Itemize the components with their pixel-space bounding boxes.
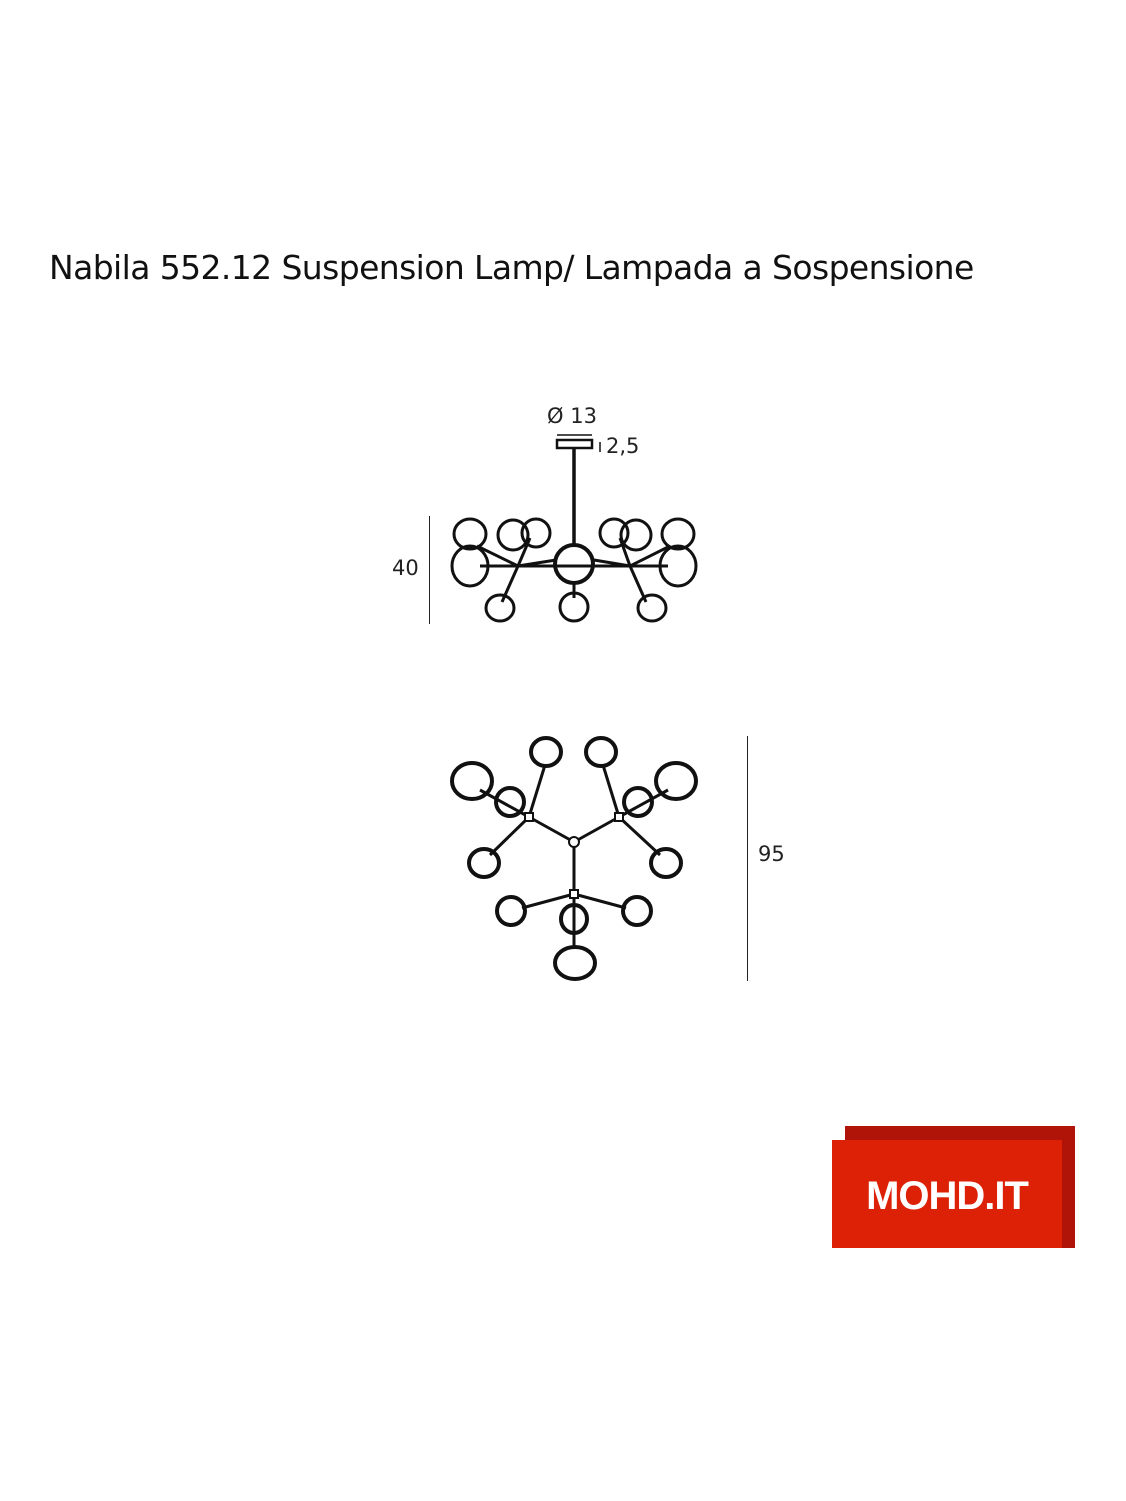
height-label: 40 [392, 556, 419, 580]
canopy-height-label: 2,5 [606, 434, 640, 458]
side-view-lamp-illustration [450, 434, 698, 623]
logo-front-panel: MOHD.IT [832, 1140, 1062, 1248]
document-title: Nabila 552.12 Suspension Lamp/ Lampada a… [49, 248, 974, 287]
diameter-label: 95 [758, 842, 785, 866]
canopy-diameter-label: Ø 13 [547, 404, 597, 428]
diameter-dimension-line [747, 736, 748, 981]
mohd-logo: MOHD.IT [832, 1126, 1075, 1248]
top-view-lamp-illustration [450, 736, 698, 981]
logo-text: MOHD.IT [866, 1173, 1029, 1218]
height-dimension-line [429, 516, 430, 624]
